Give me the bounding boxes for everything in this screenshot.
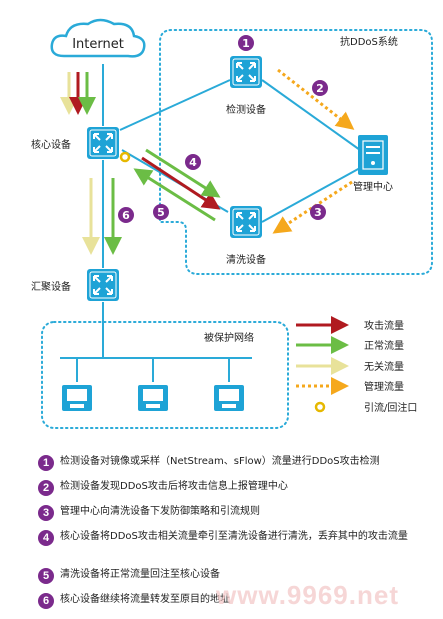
step-badge: 1: [38, 455, 54, 471]
anti-ddos-boundary: [159, 29, 433, 275]
step-badge: 6: [38, 593, 54, 609]
detect-device-label: 检测设备: [226, 103, 266, 116]
link-core-detect: [119, 79, 231, 131]
legend-diversion-swatch: [314, 401, 326, 413]
arrow-mgmt-detect-to-center: [277, 68, 355, 130]
legend: 攻击流量 正常流量 无关流量 管理流量 引流/回注口: [296, 316, 417, 414]
arrow-normal-reinject: [133, 168, 216, 222]
pc-icon: [138, 385, 168, 411]
link-clean-mgmt: [261, 167, 361, 223]
svg-text:6: 6: [122, 209, 130, 222]
link-detect-mgmt: [261, 79, 361, 151]
aggregation-device-icon: [86, 268, 120, 302]
step-badge: 5: [38, 568, 54, 584]
step-item-1: 1 检测设备对镜像或采样（NetStream、sFlow）流量进行DDoS攻击检…: [38, 455, 438, 471]
aggregation-device-label: 汇聚设备: [31, 280, 71, 293]
detect-device-icon: [229, 55, 263, 89]
step-badge: 4: [38, 530, 54, 546]
svg-text:3: 3: [314, 206, 322, 219]
step-marker-2: 2: [312, 80, 328, 96]
mgmt-center-icon: [358, 135, 388, 175]
legend-diversion-label: 引流/回注口: [364, 401, 417, 414]
protected-network-boundary: [41, 321, 289, 429]
svg-text:2: 2: [316, 82, 324, 95]
step-text: 清洗设备将正常流量回注至核心设备: [60, 569, 220, 580]
step-marker-3: 3: [310, 204, 326, 220]
step-marker-4: 4: [185, 154, 201, 170]
step-text: 检测设备发现DDoS攻击后将攻击信息上报管理中心: [60, 481, 288, 492]
internet-cloud: Internet: [50, 18, 146, 58]
clean-device-label: 清洗设备: [226, 253, 266, 266]
svg-text:1: 1: [242, 37, 250, 50]
step-item-5: 5 清洗设备将正常流量回注至核心设备: [38, 568, 438, 584]
step-text: 核心设备继续将流量转发至原目的地址: [60, 594, 230, 605]
arrow-attack-divert: [141, 156, 221, 210]
step-marker-6: 6: [118, 207, 134, 223]
step-item-6: 6 核心设备继续将流量转发至原目的地址: [38, 593, 438, 609]
step-text: 核心设备将DDoS攻击相关流量牵引至清洗设备进行清洗，丢弃其中的攻击流量: [60, 531, 408, 542]
clean-device-icon: [229, 205, 263, 239]
step-badge: 3: [38, 505, 54, 521]
svg-text:4: 4: [189, 156, 197, 169]
step-text: 管理中心向清洗设备下发防御策略和引流规则: [60, 506, 260, 517]
step-badge: 2: [38, 480, 54, 496]
internet-label: Internet: [72, 37, 124, 52]
core-device-icon: [86, 126, 120, 160]
step-item-2: 2 检测设备发现DDoS攻击后将攻击信息上报管理中心: [38, 480, 438, 496]
step-item-4: 4 核心设备将DDoS攻击相关流量牵引至清洗设备进行清洗，丢弃其中的攻击流量: [38, 530, 438, 546]
mgmt-center-label: 管理中心: [353, 180, 393, 193]
pc-icon: [214, 385, 244, 411]
pc-icon: [62, 385, 92, 411]
step-marker-1: 1: [238, 35, 254, 51]
legend-attack-label: 攻击流量: [364, 319, 404, 332]
legend-mgmt-label: 管理流量: [364, 380, 404, 393]
core-device-label: 核心设备: [31, 138, 71, 151]
step-item-3: 3 管理中心向清洗设备下发防御策略和引流规则: [38, 505, 438, 521]
legend-normal-label: 正常流量: [364, 339, 404, 352]
protected-network-label: 被保护网络: [204, 331, 254, 344]
watermark: www.9969.net: [216, 580, 399, 610]
step-text: 检测设备对镜像或采样（NetStream、sFlow）流量进行DDoS攻击检测: [60, 456, 380, 467]
anti-ddos-label: 抗DDoS系统: [340, 35, 398, 48]
arrow-normal-divert: [145, 148, 221, 198]
network-diagram: 抗DDoS系统 被保护网络 Internet 核心设备 检测设备 清洗设备 汇聚…: [31, 18, 433, 429]
step-marker-5: 5: [153, 204, 169, 220]
legend-irrelevant-label: 无关流量: [364, 360, 404, 373]
diversion-port: [119, 151, 131, 163]
svg-text:5: 5: [157, 206, 165, 219]
